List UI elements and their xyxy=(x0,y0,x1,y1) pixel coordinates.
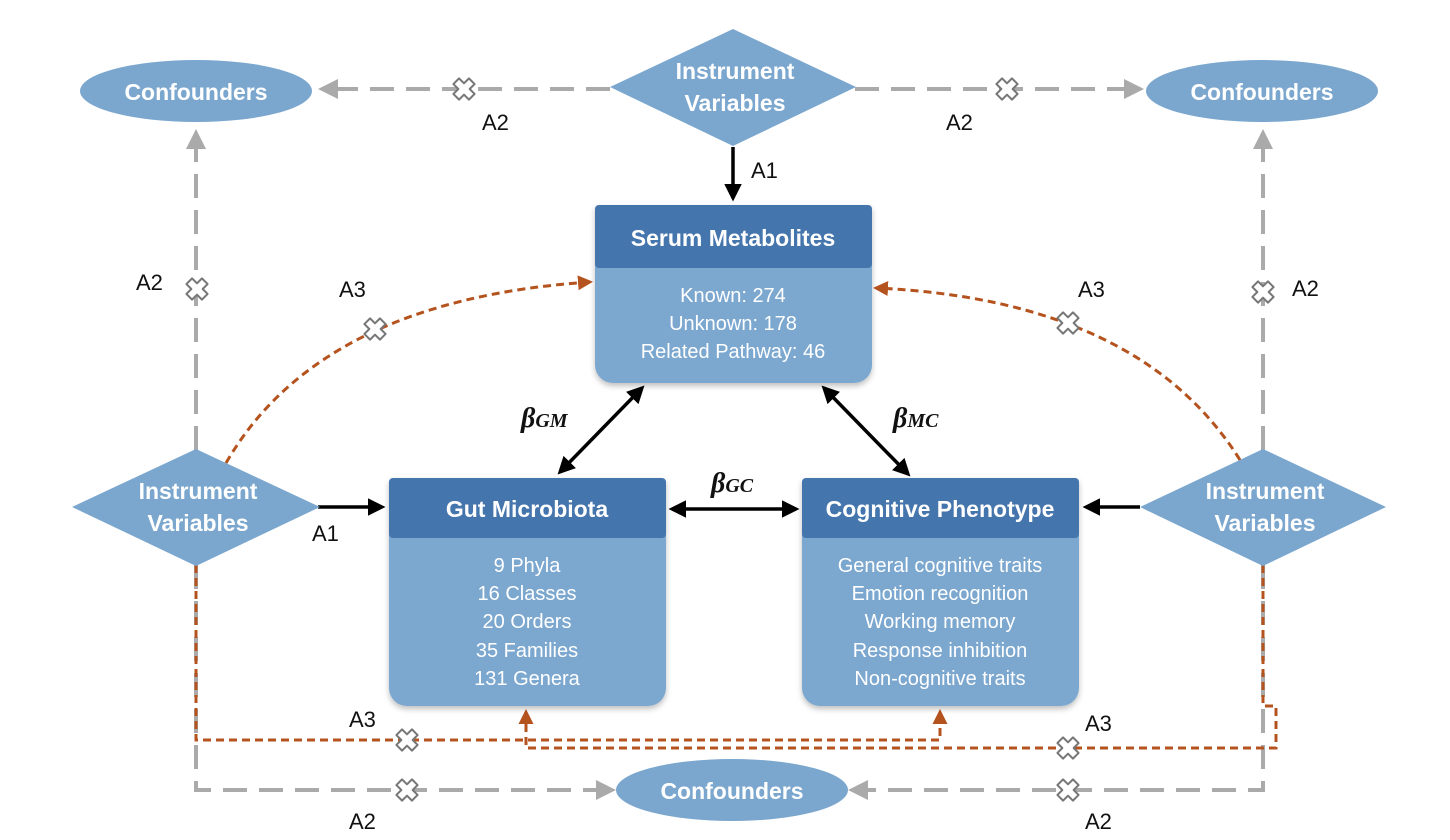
confounders-label: Confounders xyxy=(1190,79,1333,105)
label-a3: A3 xyxy=(339,277,366,302)
edge-ivleft-to-cog xyxy=(194,565,948,742)
edge-ivright-to-gut xyxy=(518,565,1278,750)
gut-item: 131 Genera xyxy=(474,668,581,690)
gut-microbiota-box: Gut Microbiota 9 Phyla 16 Classes 20 Ord… xyxy=(389,478,666,706)
beta-gm-label: βGM xyxy=(520,403,569,434)
gut-item: 9 Phyla xyxy=(494,555,562,577)
edge-ivleft-to-conf-bottom xyxy=(194,565,616,800)
cog-item: Non-cognitive traits xyxy=(854,668,1025,690)
cross-icon xyxy=(1051,306,1085,340)
cog-item: Emotion recognition xyxy=(852,583,1029,605)
serum-item: Related Pathway: 46 xyxy=(641,341,826,363)
serum-title: Serum Metabolites xyxy=(631,225,836,251)
cog-item: General cognitive traits xyxy=(838,555,1043,577)
cog-item: Response inhibition xyxy=(853,640,1028,662)
iv-line2: Variables xyxy=(1214,510,1315,536)
serum-metabolites-box: Serum Metabolites Known: 274 Unknown: 17… xyxy=(595,205,872,383)
confounders-top-right: Confounders xyxy=(1146,60,1378,122)
confounders-bottom: Confounders xyxy=(616,759,848,821)
label-a2: A2 xyxy=(946,110,973,135)
a2-dashed-edges xyxy=(186,79,1273,800)
iv-line2: Variables xyxy=(684,90,785,116)
gut-title: Gut Microbiota xyxy=(446,496,608,522)
solid-edges xyxy=(318,147,1140,518)
edge-labels: A1 A1 A2 A2 A2 A2 A2 A2 A3 A3 A3 A3 xyxy=(136,110,1319,834)
iv-line1: Instrument xyxy=(676,58,795,84)
edge-ivleft-to-serum xyxy=(224,275,593,464)
label-a2: A2 xyxy=(136,270,163,295)
instrument-variables-left: Instrument Variables xyxy=(72,449,320,566)
confounders-label: Confounders xyxy=(660,778,803,804)
cog-item: Working memory xyxy=(865,611,1016,633)
gut-item: 35 Families xyxy=(476,640,578,662)
edge-cog-serum xyxy=(821,385,911,477)
iv-line1: Instrument xyxy=(139,478,258,504)
edge-ivright-to-conf-bottom xyxy=(848,565,1265,800)
label-a2: A2 xyxy=(349,809,376,834)
a3-dashed-edges xyxy=(194,275,1278,750)
label-a1: A1 xyxy=(312,521,339,546)
confounders-top-left: Confounders xyxy=(80,60,312,122)
cross-icon xyxy=(358,312,392,346)
iv-line2: Variables xyxy=(147,510,248,536)
beta-mc-label: βMC xyxy=(892,403,939,434)
label-a2: A2 xyxy=(482,110,509,135)
label-a3: A3 xyxy=(349,707,376,732)
label-a3: A3 xyxy=(1078,277,1105,302)
beta-labels: βGM βMC βGC xyxy=(520,403,939,499)
serum-item: Known: 274 xyxy=(680,285,786,307)
edge-gut-serum xyxy=(557,385,645,475)
gut-item: 16 Classes xyxy=(478,583,577,605)
beta-gc-label: βGC xyxy=(710,468,754,499)
edge-ivright-to-serum xyxy=(873,281,1242,461)
instrument-variables-right: Instrument Variables xyxy=(1140,449,1386,566)
label-a3: A3 xyxy=(1085,711,1112,736)
cognitive-phenotype-box: Cognitive Phenotype General cognitive tr… xyxy=(802,478,1079,706)
instrument-variables-top: Instrument Variables xyxy=(610,29,856,146)
cog-title: Cognitive Phenotype xyxy=(826,496,1055,522)
iv-line1: Instrument xyxy=(1206,478,1325,504)
cross-icons xyxy=(180,72,1280,807)
gut-item: 20 Orders xyxy=(483,611,572,633)
serum-item: Unknown: 178 xyxy=(669,313,797,335)
label-a2: A2 xyxy=(1085,809,1112,834)
confounders-label: Confounders xyxy=(124,79,267,105)
label-a2: A2 xyxy=(1292,276,1319,301)
label-a1: A1 xyxy=(751,158,778,183)
